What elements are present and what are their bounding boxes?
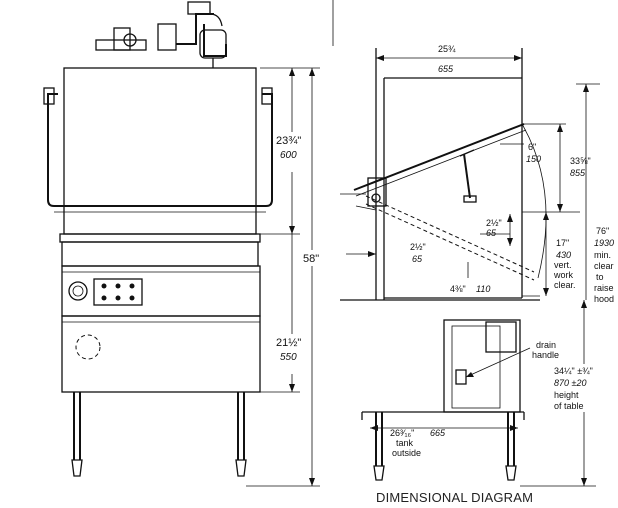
swing-arc	[521, 123, 547, 279]
inner-metric: 65	[486, 228, 497, 238]
dim-upper-metric: 600	[280, 150, 297, 161]
lift-arm	[353, 123, 525, 191]
plumbing-assembly	[95, 1, 227, 68]
tank-metric: 665	[430, 428, 446, 438]
inner-imperial: 2½"	[486, 218, 502, 228]
tank-note-1: tank	[396, 438, 414, 448]
table-note-2: of table	[554, 401, 584, 411]
dim-lower-metric: 550	[280, 352, 297, 363]
side-view: 25¾ 655 6" 150 33⅝"	[340, 44, 616, 505]
tank-imperial: 26³⁄₁₆"	[390, 428, 414, 438]
arm-offset-metric: 150	[526, 154, 541, 164]
front-legs	[71, 392, 247, 477]
hood-clear-note-4: raise	[594, 283, 614, 293]
ledge-imperial: 4⅜"	[450, 284, 466, 294]
work-clear-note-1: vert.	[554, 260, 572, 270]
hood-clear-note-1: min.	[594, 250, 611, 260]
drain-label-2: handle	[532, 350, 559, 360]
dim-lower-imperial: 21½"	[276, 337, 301, 349]
pivot-block	[367, 177, 387, 207]
lift-handle	[47, 93, 273, 207]
width-metric: 655	[438, 64, 454, 74]
ledge-metric: 110	[476, 284, 490, 294]
hood-rise-imperial: 33⅝"	[570, 156, 591, 166]
drain-handle	[455, 369, 467, 385]
side-tank	[443, 319, 521, 413]
drain-label-1: drain	[536, 340, 556, 350]
hood-clear-metric: 1930	[594, 238, 614, 248]
left-imperial: 2½"	[410, 242, 426, 252]
work-clear-note-2: work	[553, 270, 574, 280]
left-metric: 65	[412, 254, 423, 264]
table-imperial: 34¼" ±¾"	[554, 366, 593, 376]
control-panel	[61, 265, 261, 317]
width-imperial: 25¾	[438, 44, 456, 54]
hood-clear-note-5: hood	[594, 294, 614, 304]
work-clear-metric: 430	[556, 250, 571, 260]
front-dimensions	[246, 67, 320, 487]
button-panel	[93, 278, 143, 306]
tank	[61, 315, 261, 393]
table-note-1: height	[554, 390, 579, 400]
dim-total: 58"	[303, 253, 319, 265]
work-clear-note-3: clear.	[554, 280, 576, 290]
side-legs	[373, 412, 517, 481]
hood-clear-imperial: 76"	[596, 226, 609, 236]
dim-upper-imperial: 23¾"	[276, 135, 301, 147]
hood-clear-note-2: clear	[594, 261, 614, 271]
temperature-gauge	[68, 281, 88, 301]
hood-clear-note-3: to	[596, 272, 604, 282]
caption: DIMENSIONAL DIAGRAM	[376, 490, 533, 505]
lift-arm-lowered	[365, 195, 535, 273]
work-clear-imperial: 17"	[556, 238, 569, 248]
arm-offset-imperial: 6"	[528, 142, 536, 152]
tank-note-2: outside	[392, 448, 421, 458]
drain-outlet	[75, 334, 101, 360]
hood	[63, 67, 257, 235]
front-view: 23¾" 600 21½" 550 58"	[43, 1, 324, 487]
table-metric: 870 ±20	[554, 378, 586, 388]
hood-rise-metric: 855	[570, 168, 586, 178]
